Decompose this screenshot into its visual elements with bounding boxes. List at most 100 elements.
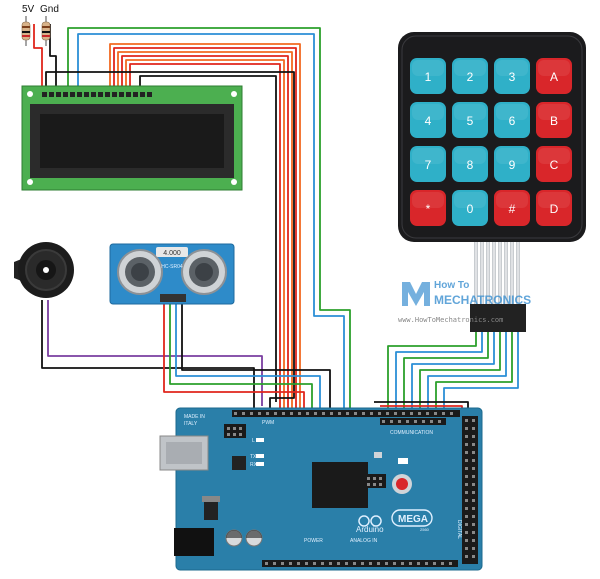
gnd-label: Gnd bbox=[40, 4, 59, 15]
ultrasonic-sensor: 4.000 HC-SR04 bbox=[109, 243, 235, 305]
analog-in-label: ANALOG IN bbox=[350, 538, 378, 544]
atmega-chip bbox=[312, 462, 368, 508]
keypad-keys: 1 2 3 A 4 5 6 B 7 8 9 C * 0 # D bbox=[410, 58, 572, 226]
power-jack bbox=[174, 528, 214, 556]
wire-lcd-d4 bbox=[109, 43, 301, 410]
wire-vcc-resistor bbox=[33, 24, 43, 92]
keypad-key-8[interactable]: 8 bbox=[452, 146, 488, 182]
italy-label: ITALY bbox=[184, 421, 198, 427]
power-label: POWER bbox=[304, 538, 323, 544]
keypad-key-label: 6 bbox=[509, 114, 516, 128]
sensor-reading: 4.000 bbox=[163, 250, 181, 257]
keypad-key-label: 9 bbox=[509, 158, 516, 172]
brand-url: www.HowToMechatronics.com bbox=[398, 316, 503, 324]
wire-buzzer-signal bbox=[47, 300, 263, 406]
keypad-key-label: B bbox=[550, 114, 558, 128]
wire-gnd-resistor bbox=[49, 24, 57, 92]
keypad-key-label: 5 bbox=[467, 114, 474, 128]
keypad-key-B[interactable]: B bbox=[536, 102, 572, 138]
right-header bbox=[462, 416, 478, 564]
usb-chip bbox=[232, 456, 246, 470]
sensor-model: HC-SR04 bbox=[161, 264, 183, 270]
lcd-pin-header bbox=[42, 92, 152, 97]
bottom-header bbox=[262, 560, 458, 567]
wires bbox=[33, 24, 519, 414]
icsp-header-1 bbox=[224, 424, 246, 438]
wire-sensor-gnd bbox=[181, 300, 331, 414]
communication-label: COMMUNICATION bbox=[390, 430, 433, 436]
keypad: 1 2 3 A 4 5 6 B 7 8 9 C * 0 # D bbox=[398, 32, 586, 332]
wire-sensor-trig bbox=[169, 300, 313, 408]
wire-key-7 bbox=[435, 330, 513, 412]
keypad-key-D[interactable]: D bbox=[536, 190, 572, 226]
keypad-key-4[interactable]: 4 bbox=[410, 102, 446, 138]
keypad-ribbon bbox=[474, 242, 520, 304]
wire-lcd-rs bbox=[129, 63, 281, 410]
keypad-key-hash[interactable]: # bbox=[494, 190, 530, 226]
mega-brand: MEGA bbox=[398, 514, 428, 525]
keypad-key-1[interactable]: 1 bbox=[410, 58, 446, 94]
wire-key-1 bbox=[387, 330, 477, 412]
wire-key-6 bbox=[427, 330, 507, 412]
keypad-key-3[interactable]: 3 bbox=[494, 58, 530, 94]
pwm-label: PWM bbox=[262, 420, 274, 426]
wire-lcd-gnd2 bbox=[139, 75, 277, 402]
arduino-mega-board: MADE IN ITALY PWM COMMUNICATION L TX RX bbox=[159, 407, 483, 571]
wire-lcd-en bbox=[125, 59, 285, 410]
wire-sensor-echo bbox=[175, 300, 321, 408]
top-header bbox=[232, 410, 460, 425]
arduino-brand: Arduino bbox=[356, 525, 384, 534]
reset-button[interactable] bbox=[396, 478, 408, 490]
keypad-key-label: 4 bbox=[425, 114, 432, 128]
wire-lcd-gnd bbox=[45, 71, 295, 412]
wire-lcd-d5 bbox=[113, 47, 297, 410]
wire-key-5 bbox=[419, 330, 501, 412]
keypad-key-label: C bbox=[550, 158, 559, 172]
keypad-key-label: 3 bbox=[509, 70, 516, 84]
led-tx-label: TX bbox=[250, 454, 257, 460]
lcd-module bbox=[21, 85, 243, 191]
brand-watermark: How To MECHATRONICS www.HowToMechatronic… bbox=[398, 280, 531, 324]
wire-lcd-d7 bbox=[121, 55, 289, 410]
made-in-label: MADE IN bbox=[184, 414, 205, 420]
wire-key-2 bbox=[395, 330, 483, 412]
resistors: 5V Gnd bbox=[21, 4, 59, 46]
led-rx-label: RX bbox=[250, 462, 258, 468]
led-l-label: L bbox=[252, 438, 255, 444]
keypad-key-A[interactable]: A bbox=[536, 58, 572, 94]
keypad-key-7[interactable]: 7 bbox=[410, 146, 446, 182]
keypad-key-star[interactable]: * bbox=[410, 190, 446, 226]
keypad-key-label: 7 bbox=[425, 158, 432, 172]
wire-key-8 bbox=[443, 330, 519, 412]
vcc-label: 5V bbox=[22, 4, 35, 15]
wire-lcd-vcc bbox=[67, 27, 351, 410]
keypad-key-5[interactable]: 5 bbox=[452, 102, 488, 138]
keypad-key-2[interactable]: 2 bbox=[452, 58, 488, 94]
keypad-key-label: 2 bbox=[467, 70, 474, 84]
keypad-key-label: 0 bbox=[467, 202, 474, 216]
brand-line1: How To bbox=[434, 280, 469, 291]
wire-key-4 bbox=[411, 330, 495, 412]
wire-lcd-contrast bbox=[77, 33, 345, 410]
keypad-key-C[interactable]: C bbox=[536, 146, 572, 182]
keypad-key-label: 8 bbox=[467, 158, 474, 172]
keypad-key-label: 1 bbox=[425, 70, 432, 84]
keypad-key-0[interactable]: 0 bbox=[452, 190, 488, 226]
keypad-key-label: A bbox=[550, 70, 558, 84]
keypad-key-9[interactable]: 9 bbox=[494, 146, 530, 182]
keypad-key-6[interactable]: 6 bbox=[494, 102, 530, 138]
wire-key-3 bbox=[403, 330, 489, 412]
wire-sensor-vcc bbox=[163, 300, 305, 408]
digital-label: DIGITAL bbox=[456, 520, 462, 539]
keypad-key-label: # bbox=[509, 202, 516, 216]
wire-buzzer-gnd bbox=[41, 300, 255, 412]
lcd-screen bbox=[40, 114, 224, 168]
brand-logo bbox=[402, 282, 430, 306]
keypad-key-label: * bbox=[426, 202, 431, 216]
mega-model: 2560 bbox=[420, 527, 430, 532]
buzzer bbox=[14, 242, 74, 298]
brand-line2: MECHATRONICS bbox=[434, 293, 531, 307]
icsp-header-2 bbox=[364, 474, 386, 488]
keypad-connector bbox=[470, 304, 526, 332]
